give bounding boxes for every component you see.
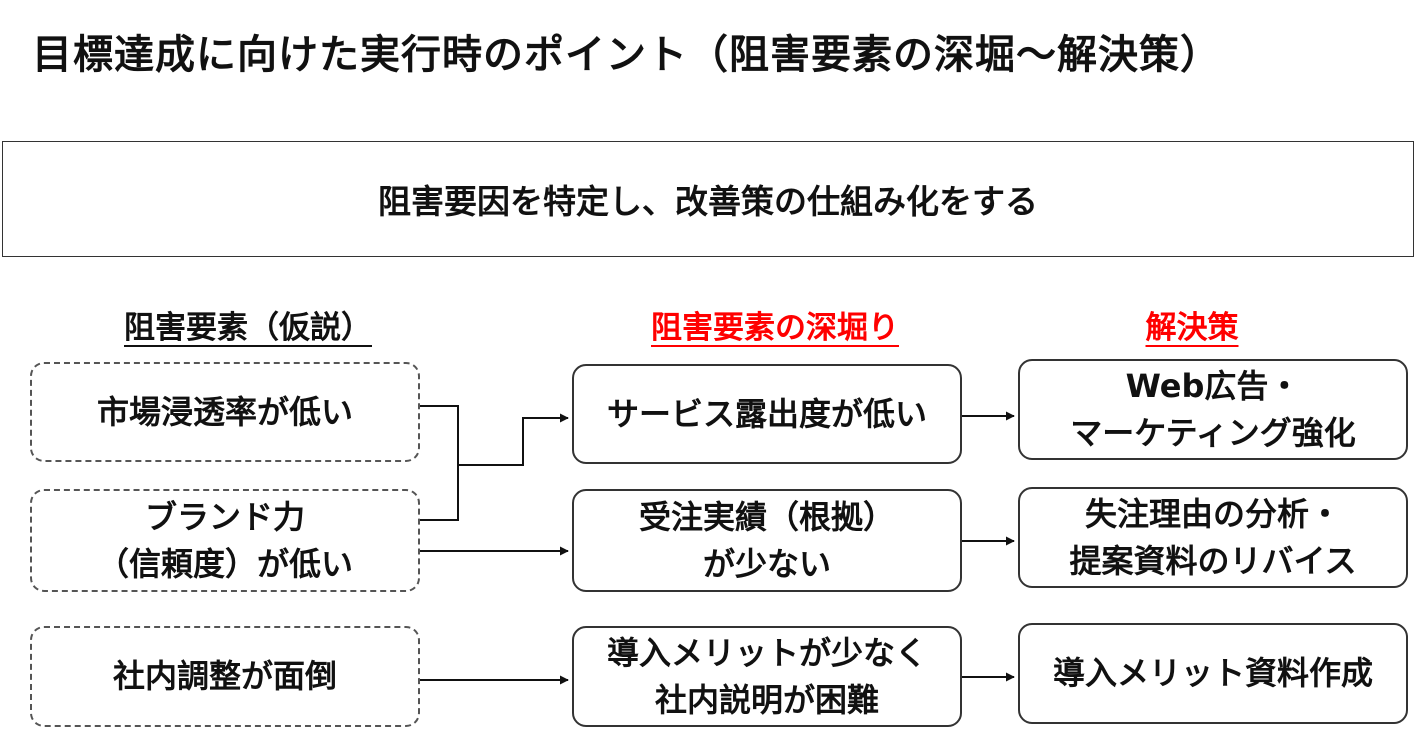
- hypothesis-box-brand-power: ブランド力 （信頼度）が低い: [30, 489, 420, 592]
- summary-text: 阻害要因を特定し、改善策の仕組み化をする: [378, 182, 1038, 221]
- hypothesis-box-internal-coordination: 社内調整が面倒: [30, 626, 420, 727]
- connector-merge-to-exposure: [420, 405, 459, 521]
- deep-dive-text: 受注実績（根拠） が少ない: [638, 498, 895, 583]
- header-solution: 解決策: [1145, 310, 1239, 346]
- deep-dive-text: 導入メリットが少なく 社内説明が困難: [606, 634, 927, 719]
- hypothesis-text: 社内調整が面倒: [112, 657, 337, 696]
- deep-dive-text: サービス露出度が低い: [606, 394, 927, 433]
- page-title: 目標達成に向けた実行時のポイント（阻害要素の深堀～解決策）: [32, 32, 1221, 78]
- deep-dive-box-track-record: 受注実績（根拠） が少ない: [572, 489, 962, 592]
- solution-text: Web広告・ マーケティング強化: [1070, 367, 1356, 452]
- header-hypothesis: 阻害要素（仮説）: [124, 310, 372, 346]
- arrow-merge-to-exposure: [458, 413, 569, 466]
- hypothesis-text: ブランド力 （信頼度）が低い: [96, 498, 353, 583]
- deep-dive-box-exposure: サービス露出度が低い: [572, 364, 962, 464]
- solution-box-merit-document: 導入メリット資料作成: [1018, 623, 1408, 724]
- solution-box-lost-deal-analysis: 失注理由の分析・ 提案資料のリバイス: [1018, 487, 1408, 588]
- hypothesis-box-market-penetration: 市場浸透率が低い: [30, 362, 420, 462]
- header-deep-dive: 阻害要素の深堀り: [651, 310, 899, 346]
- summary-box: 阻害要因を特定し、改善策の仕組み化をする: [2, 141, 1414, 257]
- deep-dive-box-merit: 導入メリットが少なく 社内説明が困難: [572, 626, 962, 727]
- solution-text: 失注理由の分析・ 提案資料のリバイス: [1069, 495, 1357, 580]
- solution-text: 導入メリット資料作成: [1052, 654, 1373, 693]
- solution-box-web-marketing: Web広告・ マーケティング強化: [1018, 359, 1408, 460]
- hypothesis-text: 市場浸透率が低い: [96, 392, 353, 431]
